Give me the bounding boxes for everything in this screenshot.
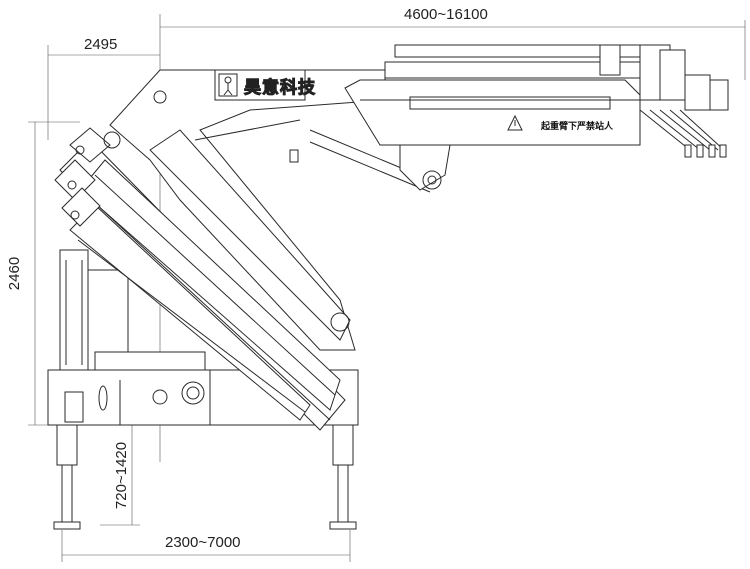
folded-boom-sections	[54, 127, 346, 431]
leg-extension-dimension: 720~1420	[113, 441, 131, 510]
rear-offset-dimension: 2495	[84, 36, 118, 53]
boom-tip-hooks	[599, 44, 729, 158]
warning-label: 起重臂下严禁站人	[541, 121, 614, 131]
main-arm	[103, 69, 431, 351]
outrigger-left	[53, 424, 81, 530]
brand-logo-text: 昊意科技	[244, 78, 316, 98]
telescopic-boom	[344, 44, 656, 191]
outrigger-span-dimension: 2300~7000	[165, 534, 241, 551]
crane-base	[47, 249, 359, 426]
outrigger-right	[329, 424, 357, 530]
height-dimension: 2460	[6, 256, 24, 291]
reach-dimension: 4600~16100	[404, 6, 488, 23]
warning-triangle-icon	[507, 114, 523, 131]
